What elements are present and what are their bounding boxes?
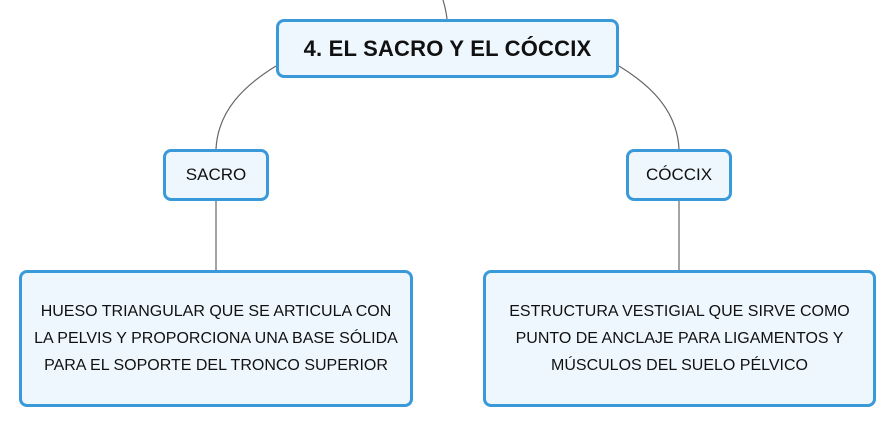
branch-node-sacro-label: SACRO (185, 165, 247, 184)
branch-node-coccix[interactable]: CÓCCIX (626, 149, 732, 201)
branch-node-sacro[interactable]: SACRO (163, 149, 269, 201)
connector-incoming (442, 0, 448, 20)
connector-root-to-sacro (215, 65, 277, 150)
description-node-sacro-text: HUESO TRIANGULAR QUE SE ARTICULA CON LA … (34, 303, 398, 374)
root-node[interactable]: 4. EL SACRO Y EL CÓCCIX (276, 19, 619, 78)
description-node-sacro[interactable]: HUESO TRIANGULAR QUE SE ARTICULA CON LA … (19, 270, 413, 407)
description-node-coccix-text: ESTRUCTURA VESTIGIAL QUE SIRVE COMO PUNT… (509, 303, 850, 374)
connector-root-to-coccix (618, 65, 680, 150)
description-node-coccix[interactable]: ESTRUCTURA VESTIGIAL QUE SIRVE COMO PUNT… (483, 270, 876, 407)
branch-node-coccix-label: CÓCCIX (645, 165, 713, 184)
root-node-label: 4. EL SACRO Y EL CÓCCIX (303, 35, 592, 61)
